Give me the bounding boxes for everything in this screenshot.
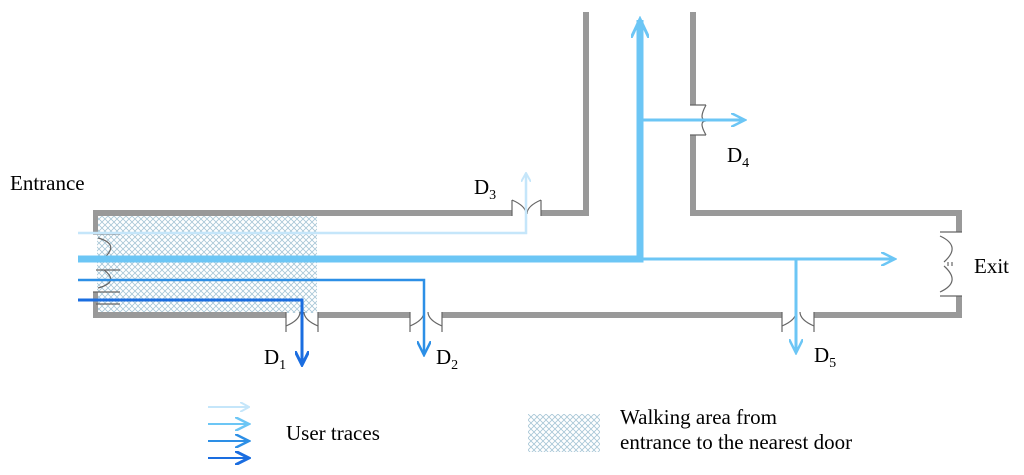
walls <box>93 12 962 318</box>
legend-walking-area-swatch <box>528 414 600 452</box>
legend-walking-area-line2: entrance to the nearest door <box>620 430 852 454</box>
door-d2 <box>409 311 443 332</box>
trace-to-d2 <box>78 278 424 354</box>
legend-user-traces-label: User traces <box>286 421 380 445</box>
door-d4 <box>690 104 707 136</box>
entrance-label: Entrance <box>10 171 85 195</box>
door-d1 <box>285 311 319 332</box>
exit-door <box>939 231 962 297</box>
d3-label: D3 <box>474 175 496 203</box>
legend-walking-area-line1: Walking area from <box>620 405 777 429</box>
trace-to-d1 <box>78 298 302 364</box>
d5-label: D5 <box>814 343 836 371</box>
trace-to-d5 <box>640 257 796 352</box>
d2-label: D2 <box>436 345 458 373</box>
walking-area <box>97 215 317 313</box>
legend: User traces Walking area from entrance t… <box>208 405 852 458</box>
door-d3 <box>511 199 542 216</box>
exit-label: Exit <box>974 254 1009 278</box>
trace-to-d3 <box>78 174 526 235</box>
door-d5 <box>781 311 815 332</box>
user-traces <box>78 20 894 364</box>
d1-label: D1 <box>264 345 286 373</box>
d4-label: D4 <box>727 143 749 171</box>
